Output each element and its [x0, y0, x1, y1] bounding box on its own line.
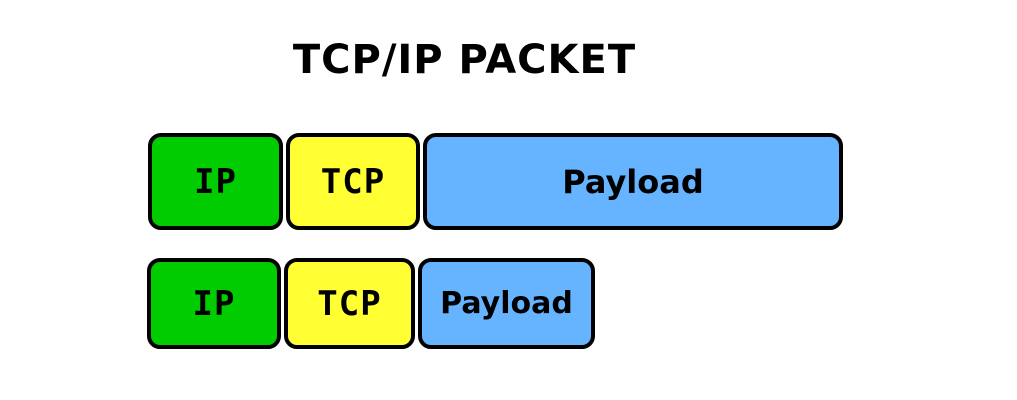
packet-row-large-payload: IP TCP Payload [148, 133, 843, 230]
page-title: TCP/IP PACKET [292, 37, 637, 83]
packet-field-ip-label: IP [194, 161, 237, 202]
packet-field-tcp: TCP [284, 258, 415, 349]
packet-field-payload: Payload [423, 133, 843, 230]
packet-field-ip: IP [147, 258, 281, 349]
packet-field-payload: Payload [418, 258, 595, 349]
packet-field-payload-label: Payload [440, 285, 573, 321]
packet-field-tcp-label: TCP [320, 161, 386, 202]
packet-field-tcp: TCP [286, 133, 420, 230]
packet-field-tcp-label: TCP [317, 283, 382, 324]
packet-field-ip: IP [148, 133, 283, 230]
packet-row-small-payload: IP TCP Payload [147, 258, 595, 349]
packet-field-payload-label: Payload [562, 162, 704, 201]
packet-field-ip-label: IP [192, 283, 236, 324]
